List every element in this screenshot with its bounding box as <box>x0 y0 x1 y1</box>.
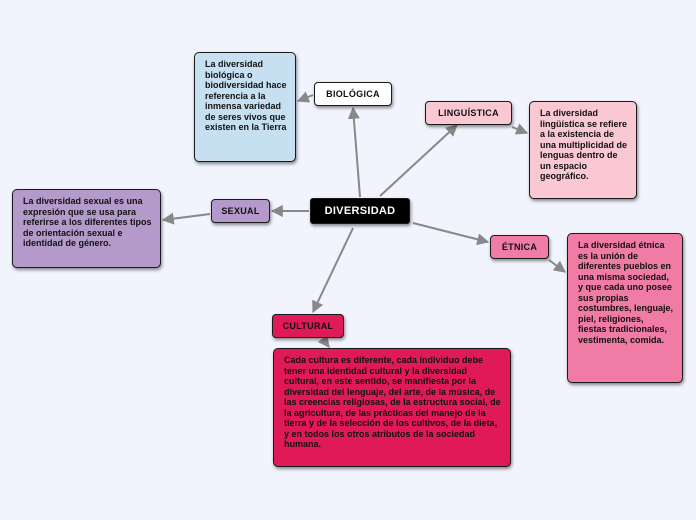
topic-linguistica[interactable]: LINGUÍSTICA <box>425 101 512 125</box>
connector-biologica-note <box>296 91 314 103</box>
topic-sexual-label: SEXUAL <box>221 206 260 216</box>
note-etnica[interactable]: La diversidad étnica es la unión de dife… <box>567 233 683 383</box>
connector-center-cultural <box>312 227 354 314</box>
note-etnica-text: La diversidad étnica es la unión de dife… <box>578 240 674 345</box>
note-sexual[interactable]: La diversidad sexual es una expresión qu… <box>12 189 161 268</box>
topic-cultural-label: CULTURAL <box>282 321 334 331</box>
note-cultural-text: Cada cultura es diferente, cada individu… <box>284 355 501 449</box>
topic-etnica[interactable]: ÉTNICA <box>490 235 549 259</box>
connector-linguistica-note <box>511 123 529 135</box>
connector-center-etnica <box>412 222 490 246</box>
connector-etnica-note <box>548 259 566 273</box>
topic-etnica-label: ÉTNICA <box>501 242 538 252</box>
topic-biologica[interactable]: BIOLÓGICA <box>314 82 392 106</box>
connector-center-biologica <box>347 106 361 198</box>
central-topic[interactable]: DIVERSIDAD <box>310 198 410 224</box>
note-sexual-text: La diversidad sexual es una expresión qu… <box>23 196 152 248</box>
topic-biologica-label: BIOLÓGICA <box>326 89 380 99</box>
topic-cultural[interactable]: CULTURAL <box>272 314 344 338</box>
central-topic-label: DIVERSIDAD <box>324 205 396 217</box>
note-cultural[interactable]: Cada cultura es diferente, cada individu… <box>273 348 511 467</box>
connector-center-linguistica <box>379 124 458 197</box>
topic-sexual[interactable]: SEXUAL <box>211 199 270 223</box>
note-linguistica[interactable]: La diversidad lingüística se refiere a l… <box>529 101 637 199</box>
topic-linguistica-label: LINGUÍSTICA <box>438 108 499 118</box>
connector-sexual-note <box>161 212 211 225</box>
note-biologica-text: La diversidad biológica o biodiversidad … <box>205 59 287 132</box>
note-linguistica-text: La diversidad lingüística se refiere a l… <box>540 108 628 181</box>
connector-cultural-note <box>317 334 330 348</box>
note-biologica[interactable]: La diversidad biológica o biodiversidad … <box>194 52 296 162</box>
